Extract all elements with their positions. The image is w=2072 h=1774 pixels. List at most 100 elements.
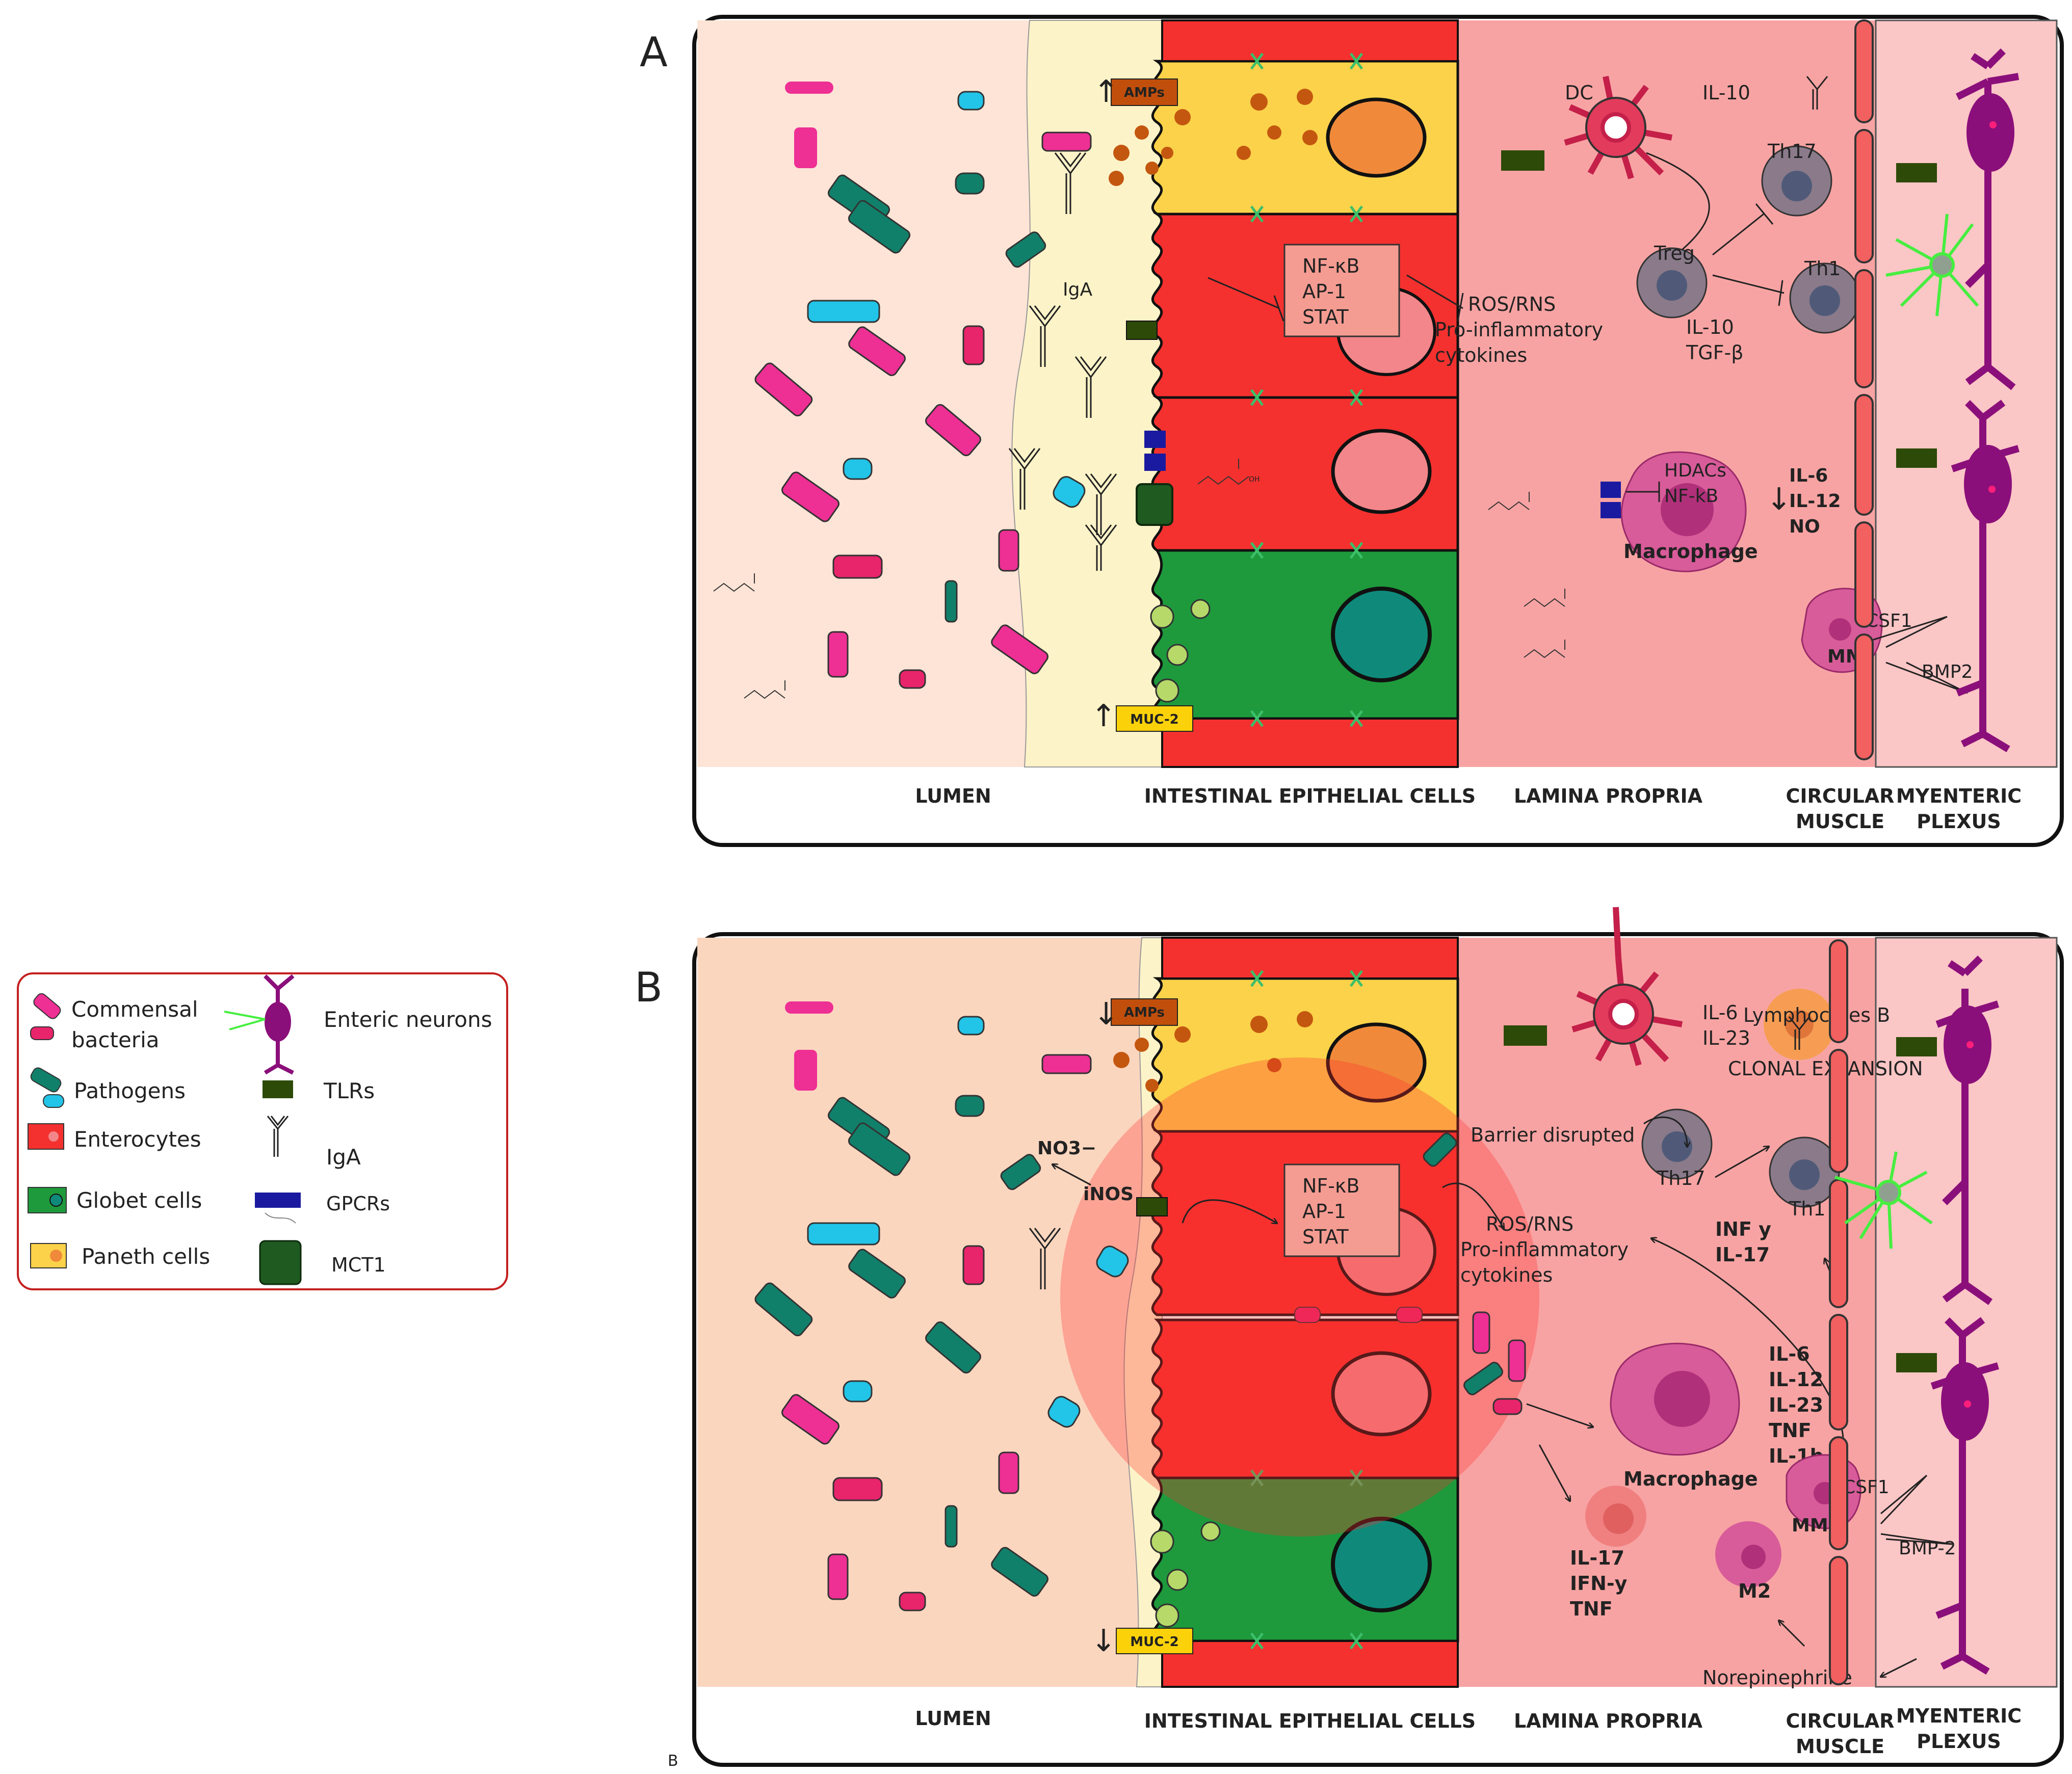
- muc2-up-arrow: ↑: [1091, 698, 1116, 734]
- legend-neuron-icon: [224, 974, 295, 1075]
- legend-tlrs-label: TLRs: [323, 1078, 375, 1103]
- panel-a-macrophage: [1620, 451, 1747, 572]
- panel-b-neuron-to-norepi: [1881, 1658, 1917, 1677]
- panel-b-th1-cell: [1769, 1136, 1840, 1208]
- panel-b-csf1-label: CSF1: [1843, 1477, 1890, 1498]
- amps-label: AMPs: [1124, 85, 1165, 100]
- panel-b-circular-muscle: [1829, 939, 1848, 1685]
- butyrate-oh: OH: [1249, 475, 1260, 484]
- panel-a-th1-label: Th1: [1804, 257, 1841, 280]
- panel-a-paneth-granules: [1109, 89, 1318, 186]
- panel-a-mac-inhibit: [1626, 482, 1660, 502]
- panel-b-enterocyte-2: [1151, 1318, 1459, 1479]
- panel-b-neuron-tlr-2: [1896, 1353, 1937, 1372]
- panel-a-inhibit-ros: [1406, 274, 1464, 322]
- panel-b-neuron-tlr-1: [1896, 1037, 1937, 1056]
- panel-b-stat-text: STAT: [1302, 1226, 1349, 1248]
- panel-b-proinflammatory-label: Pro-inflammatory: [1460, 1238, 1629, 1261]
- panel-b-ap1-text: AP-1: [1302, 1200, 1346, 1223]
- panel-b-bacteria-to-th17: [1538, 1444, 1570, 1501]
- cytokines-label: cytokines: [1435, 344, 1527, 366]
- legend-pathogens-label: Pathogens: [74, 1078, 186, 1103]
- panel-b-lumen-label: LUMEN: [915, 1707, 991, 1730]
- hdacs-label: HDACs: [1664, 460, 1726, 481]
- panel-b-tight-junctions: [1250, 970, 1363, 1650]
- panel-b-enteric-neuron-1: [1935, 956, 2000, 1305]
- panel-a-myenteric-label: MYENTERIC: [1896, 785, 2022, 807]
- panel-b-plexus-label: PLEXUS: [1917, 1730, 2001, 1753]
- panel-b-letter: B: [635, 964, 663, 1011]
- panel-b-tight-junctions-broken: [1294, 1307, 1423, 1323]
- panel-a-bacteria: [754, 82, 1092, 689]
- panel-b-myenteric-label: MYENTERIC: [1896, 1705, 2022, 1727]
- stat-text: STAT: [1302, 306, 1349, 328]
- panel-b-glial-cell: [1834, 1151, 1933, 1249]
- list-il23: IL-23: [1769, 1394, 1823, 1416]
- proinflammatory-label: Pro-inflammatory: [1435, 319, 1603, 341]
- panel-a-iga-lp: [1806, 76, 1828, 110]
- barrier-disrupted-label: Barrier disrupted: [1471, 1124, 1635, 1146]
- panel-a-treg-cell: [1636, 247, 1708, 319]
- panel-a-mac-gpcr: [1601, 482, 1621, 518]
- panel-b-small-letter: B: [668, 1752, 678, 1770]
- panel-b-iga-molecules: [1029, 1228, 1061, 1289]
- panel-b-bacteria: [754, 1001, 1526, 1611]
- panel-b-nfkb-text: NF-κB: [1302, 1175, 1359, 1197]
- panel-b-il23-label: IL-23: [1702, 1027, 1750, 1049]
- legend-mct1-icon: [259, 1240, 302, 1285]
- legend-iga-label: IgA: [326, 1145, 361, 1170]
- tnf-label: TNF: [1570, 1598, 1613, 1620]
- legend-commensal-label: Commensal: [71, 997, 198, 1022]
- panel-b-amps-down-arrow: ↓: [1093, 996, 1119, 1032]
- norepinephrine-label: Norepinephrine: [1702, 1666, 1852, 1689]
- inf-y-label: INF y: [1715, 1218, 1771, 1240]
- panel-b-activate-nfkb: [1182, 1199, 1277, 1223]
- legend-paneth-label: Paneth cells: [82, 1244, 210, 1269]
- panel-b-macrophage-label: Macrophage: [1623, 1468, 1758, 1490]
- legend-goblet-icon: [28, 1187, 67, 1213]
- m2-label: M2: [1738, 1580, 1771, 1602]
- panel-a-neuron-tlr-1: [1896, 163, 1937, 182]
- panel-a-tight-junctions: [1250, 52, 1363, 727]
- inos-label: iNOS: [1083, 1184, 1134, 1205]
- panel-a-mct1: [1136, 483, 1173, 526]
- panel-a-muc2-tag: MUC-2 ↑: [1091, 698, 1193, 734]
- panel-b-amps-label: AMPs: [1124, 1005, 1165, 1020]
- panel-a-csf1-bmp2-arrows: [1865, 616, 1968, 694]
- panel-a-muscle-label: MUSCLE: [1796, 810, 1884, 833]
- panel-a-apical-red-top: [1161, 19, 1459, 62]
- panel-b-lamina-bg: [1458, 938, 1876, 1687]
- dc-label: DC: [1565, 82, 1593, 104]
- ros-rns-label: ROS/RNS: [1468, 293, 1556, 315]
- legend-globet-label: Globet cells: [76, 1188, 202, 1213]
- legend-bacteria-label: bacteria: [71, 1027, 159, 1052]
- nfkb-text: NF-κB: [1302, 255, 1359, 277]
- panel-b-muscle-label: MUSCLE: [1796, 1735, 1884, 1758]
- panel-a-neuron-tlr-2: [1896, 448, 1937, 468]
- panel-b-amps-tag: AMPs ↓: [1093, 996, 1178, 1032]
- panel-b-th17-pink-cell: [1585, 1486, 1646, 1547]
- il12-down: IL-12: [1789, 491, 1841, 512]
- panel-a-lamina-label: LAMINA PROPRIA: [1514, 785, 1703, 807]
- panel-b-il6-label: IL-6: [1702, 1001, 1738, 1024]
- il17-cell-label: IL-17: [1570, 1547, 1624, 1569]
- panel-b-goblet-cell: [1150, 1476, 1459, 1643]
- panel-b-m2-cell: [1715, 1521, 1781, 1587]
- panel-b-muc2-tag: MUC-2 ↓: [1091, 1623, 1193, 1659]
- legend-enteric-label: Enteric neurons: [324, 1007, 492, 1032]
- panel-b-inos-no3-arrow: [1053, 1164, 1091, 1186]
- panel-a-th17-label: Th17: [1767, 140, 1817, 163]
- panel-b-norepi-to-m2: [1779, 1621, 1805, 1647]
- panel-a-glial-cell: [1885, 214, 1979, 316]
- panel-b-iga-lp: [1788, 1016, 1811, 1050]
- treg-il10-label: IL-10: [1686, 316, 1734, 338]
- no-down: NO: [1789, 516, 1820, 537]
- dc-il10-label: IL-10: [1702, 82, 1750, 104]
- panel-b-enteric-neuron-2: [1930, 1317, 1999, 1675]
- panel-a-lp-tlr: [1501, 150, 1544, 171]
- panel-b-activate-ros: [1442, 1182, 1504, 1228]
- legend-commensal-icon: [30, 993, 61, 1040]
- amps-up-arrow: ↑: [1093, 74, 1119, 110]
- panel-b-csf1-bmp2-arrows: [1880, 1474, 1953, 1545]
- panel-a-gpcr: [1144, 431, 1166, 471]
